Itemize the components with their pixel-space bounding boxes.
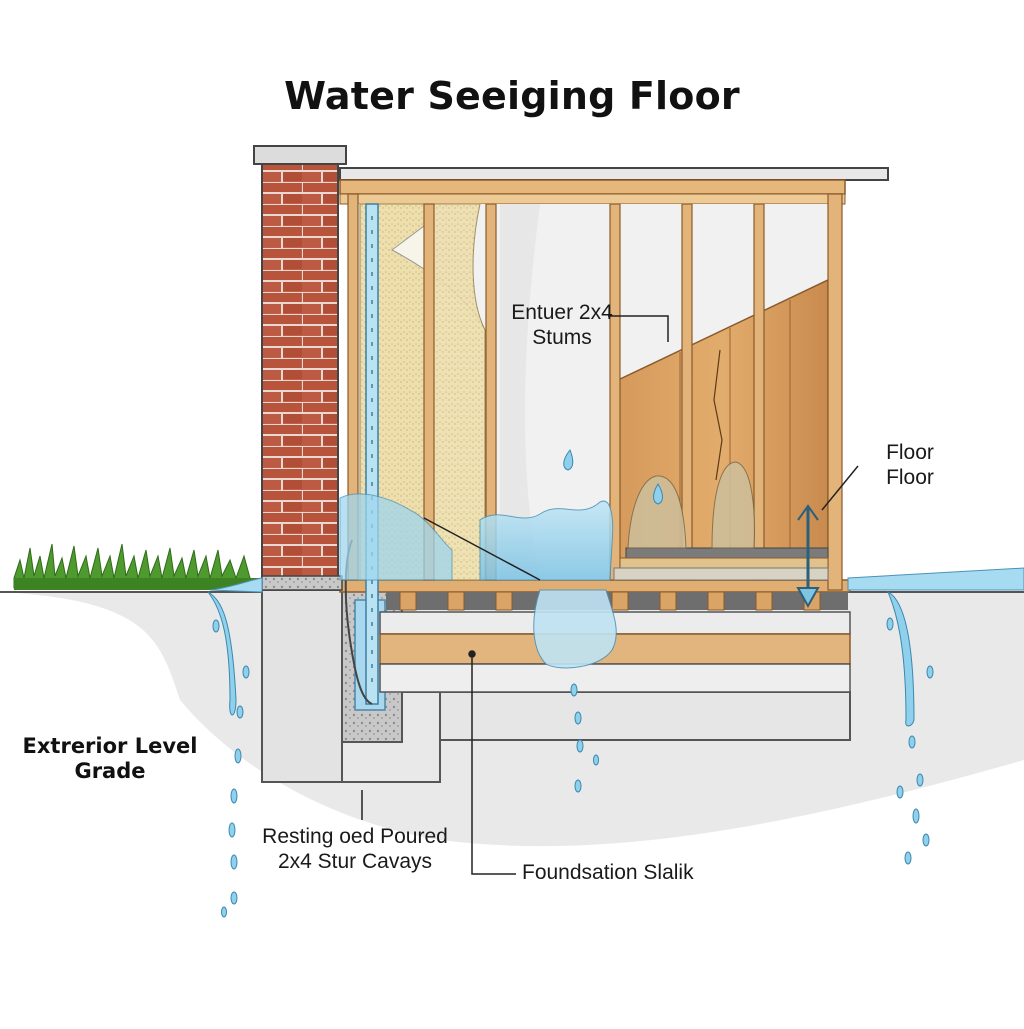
floor-layers xyxy=(613,547,829,581)
top-plate xyxy=(339,167,889,205)
exterior-grade-label: Extrerior Level Grade xyxy=(20,734,200,784)
exterior-grade-label-line2: Grade xyxy=(74,759,146,783)
stud-cavity-label: Resting oed Poured 2x4 Stur Cavays xyxy=(250,824,460,874)
floor-label-line1: Floor xyxy=(886,441,934,464)
water-drops xyxy=(212,617,934,918)
grass xyxy=(13,543,264,590)
diagram-title: Water Seeiging Floor xyxy=(284,74,740,118)
foundation-slab-label: Foundsation Slalik xyxy=(522,861,694,884)
floor-label: Floor Floor xyxy=(870,440,950,490)
flow-arrow xyxy=(796,504,820,609)
exterior-grade-label-line1: Extrerior Level xyxy=(22,734,198,758)
leader-lines xyxy=(361,315,859,875)
brick-wall xyxy=(253,145,347,591)
floor-label-line2: Floor xyxy=(886,466,934,489)
stud-cavity-label-line2: 2x4 Stur Cavays xyxy=(277,850,433,873)
stud-cavity-label-line1: Resting oed Poured xyxy=(262,825,448,848)
studs-label-line1: Entuer 2x4 xyxy=(511,301,613,324)
studs-label-line2: Stums xyxy=(532,326,592,349)
water-intrusion xyxy=(207,449,1024,727)
studs-label: Entuer 2x4 Stums xyxy=(498,300,626,350)
